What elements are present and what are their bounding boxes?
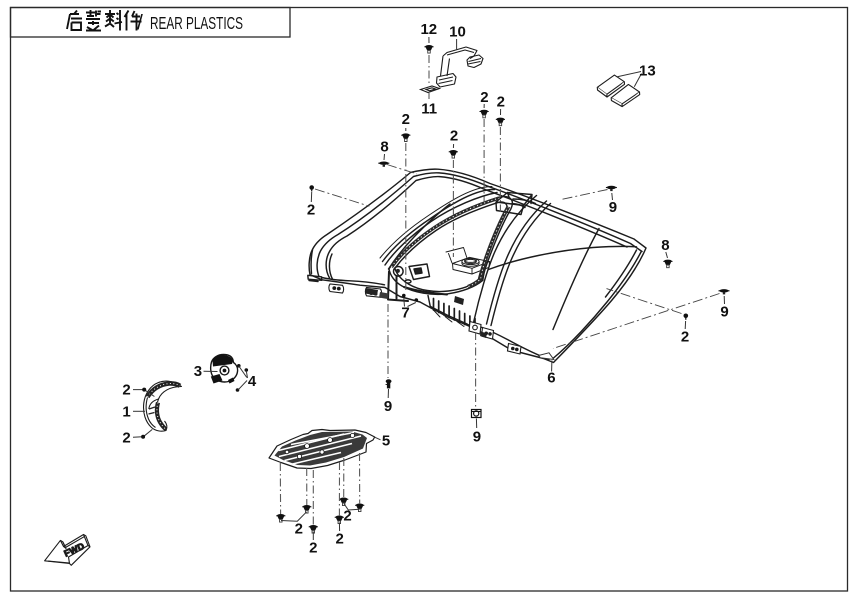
svg-text:2: 2: [681, 329, 689, 346]
svg-text:4: 4: [248, 373, 257, 390]
svg-text:8: 8: [661, 237, 669, 254]
svg-text:5: 5: [382, 432, 390, 449]
svg-text:9: 9: [609, 199, 617, 216]
svg-text:2: 2: [122, 430, 130, 447]
svg-text:9: 9: [384, 398, 392, 415]
svg-text:2: 2: [402, 111, 410, 128]
svg-text:2: 2: [309, 540, 317, 557]
svg-text:10: 10: [449, 24, 466, 41]
svg-text:3: 3: [194, 363, 202, 380]
svg-text:2: 2: [295, 520, 303, 537]
svg-text:2: 2: [307, 201, 315, 218]
svg-text:9: 9: [720, 304, 728, 321]
svg-text:2: 2: [450, 128, 458, 145]
svg-text:REAR PLASTICS: REAR PLASTICS: [150, 13, 243, 33]
svg-text:12: 12: [420, 21, 437, 38]
svg-text:2: 2: [497, 94, 505, 111]
svg-text:8: 8: [380, 139, 388, 156]
svg-text:2: 2: [336, 530, 344, 547]
svg-text:11: 11: [421, 101, 437, 118]
svg-text:2: 2: [122, 382, 130, 399]
svg-text:13: 13: [639, 62, 656, 79]
svg-text:7: 7: [401, 305, 409, 322]
svg-text:2: 2: [343, 507, 351, 524]
svg-text:/: /: [137, 12, 143, 35]
svg-text:6: 6: [547, 370, 555, 387]
svg-text:1: 1: [122, 403, 130, 420]
svg-text:9: 9: [473, 428, 481, 445]
svg-text:2: 2: [480, 89, 488, 106]
